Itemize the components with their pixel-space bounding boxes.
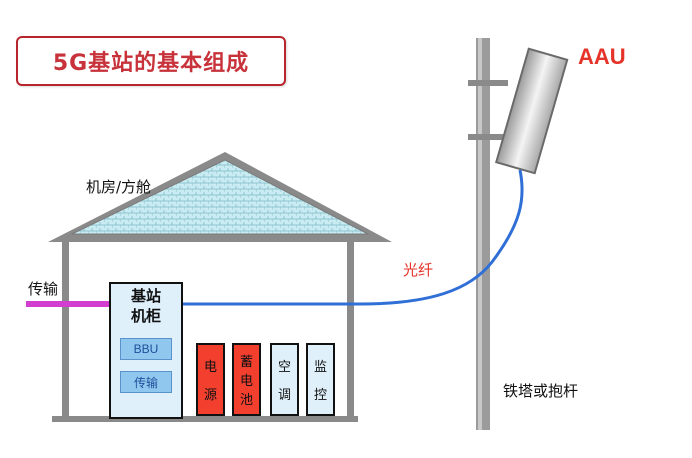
monitor-char-1: 监	[313, 359, 327, 375]
roof-tiles	[71, 159, 369, 235]
fiber-label: 光纤	[403, 261, 434, 279]
power-char-2: 源	[203, 388, 217, 404]
power-supply-box: 电 源	[196, 343, 225, 416]
house-wall-left	[62, 242, 69, 418]
cabinet-title-line2: 机柜	[130, 307, 161, 325]
ac-char-1: 空	[277, 359, 291, 375]
tower-label: 铁塔或抱杆	[503, 382, 579, 400]
aau-antenna	[494, 47, 569, 175]
monitoring-box: 监 控	[306, 343, 335, 416]
cabinet-title-line1: 基站	[130, 287, 161, 305]
battery-char-1: 蓄	[239, 355, 253, 370]
aau-label: AAU	[578, 44, 626, 69]
transmission-line	[26, 301, 110, 307]
room-label: 机房/方舱	[86, 178, 152, 196]
cabinet-title: 基站 机柜	[112, 286, 180, 326]
house-floor	[52, 416, 358, 422]
monitor-char-2: 控	[313, 388, 327, 404]
battery-char-3: 池	[239, 393, 253, 408]
fiber-cable	[180, 169, 524, 306]
page-title: 5G基站的基本组成	[52, 51, 250, 76]
transmission-unit: 传输	[120, 371, 172, 393]
transmission-label: 传输	[28, 280, 59, 298]
battery-char-2: 电	[239, 374, 253, 389]
pole-bracket-top	[468, 80, 508, 86]
bbu-unit: BBU	[120, 338, 172, 360]
title-box: 5G基站的基本组成	[16, 36, 286, 86]
ac-char-2: 调	[277, 388, 291, 404]
pole-bracket-bottom	[468, 134, 508, 140]
house-wall-right	[347, 242, 354, 418]
battery-box: 蓄 电 池	[232, 343, 261, 416]
power-char-1: 电	[203, 359, 217, 375]
air-conditioner-box: 空 调	[270, 343, 299, 416]
